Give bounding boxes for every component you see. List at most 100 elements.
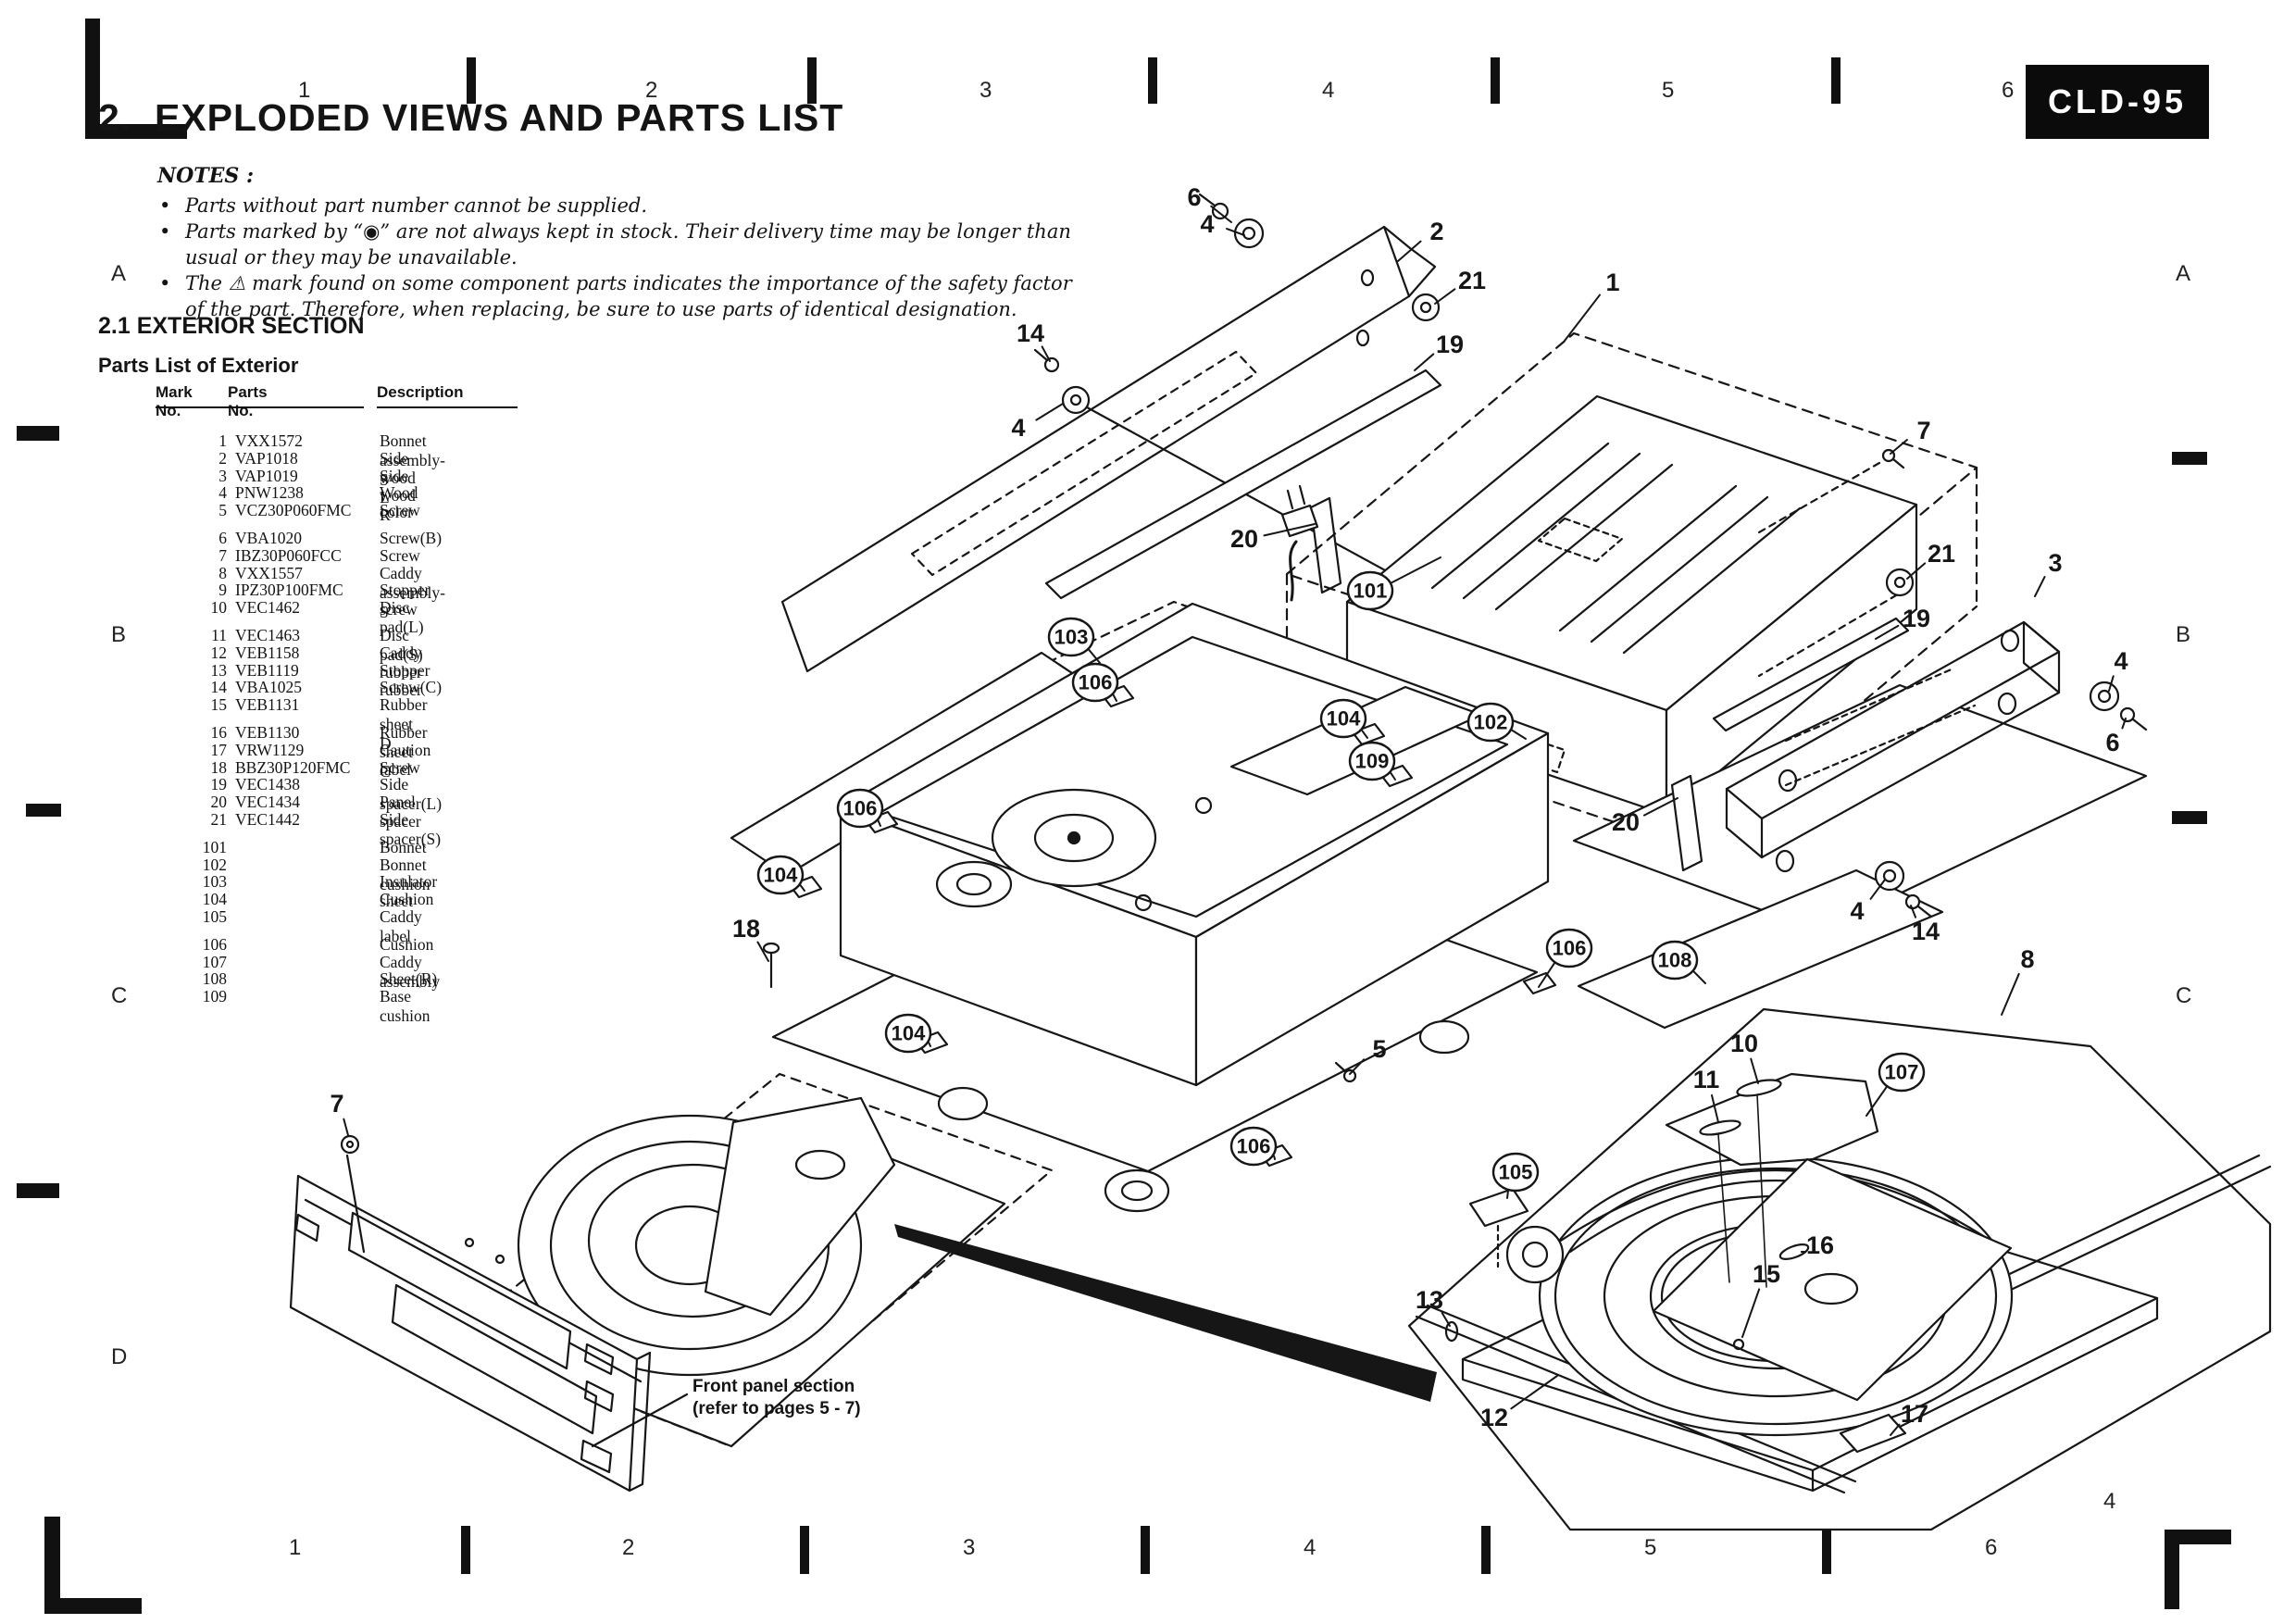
screw-icon: [1033, 348, 1060, 373]
cell-mark-no: 2: [218, 448, 227, 468]
screw-icon: [2119, 706, 2148, 731]
subsection-title: Parts List of Exterior: [98, 354, 299, 377]
callout-2: 2: [1397, 218, 1444, 262]
callout-label: 106: [1079, 671, 1113, 694]
column-tick: [807, 57, 817, 104]
callout-label: 20: [1612, 808, 1640, 836]
cell-description: Caddy assembly: [380, 952, 441, 991]
cell-parts-no: VEB1119: [235, 660, 299, 680]
callout-label: 1: [1605, 269, 1619, 296]
callout-6: 6: [1187, 183, 1232, 223]
col-header-description: Description: [377, 383, 464, 401]
cell-description: Side wood R: [380, 466, 416, 524]
callout-19: 19: [1875, 605, 1930, 640]
front-panel-drawing: [289, 1072, 1054, 1493]
cell-description: Side spacer(S): [380, 809, 442, 848]
cell-mark-no: 101: [202, 837, 227, 856]
front-panel-note: Front panel section (refer to pages 5 - …: [693, 1376, 861, 1420]
cell-mark-no: 7: [218, 545, 227, 565]
callout-16: 16: [1800, 1231, 1834, 1259]
cell-description: Insulator sheet: [380, 872, 438, 911]
cell-description: Panel spacer: [380, 793, 421, 831]
cell-mark-no: 13: [210, 660, 228, 680]
washer-icon: [2089, 681, 2120, 712]
callout-106: 106: [1538, 928, 1593, 988]
column-tick: [1148, 57, 1157, 104]
cell-mark-no: 107: [202, 952, 227, 971]
cell-mark-no: 10: [210, 598, 228, 618]
cell-description: Cushion: [380, 890, 434, 909]
front-panel-note-line2: (refer to pages 5 - 7): [693, 1399, 861, 1418]
callout-20: 20: [1612, 797, 1678, 836]
edge-tick: [17, 1183, 59, 1198]
row-letter-left: A: [111, 261, 127, 286]
callout-109: 109: [1348, 741, 1396, 781]
column-tick: [467, 57, 476, 104]
cell-parts-no: VEC1438: [235, 775, 300, 794]
callout-label: 102: [1474, 711, 1508, 734]
callout-label: 106: [843, 797, 878, 820]
cell-parts-no: PNW1238: [235, 483, 304, 503]
cell-description: Screw(C): [380, 678, 443, 697]
callout-3: 3: [2034, 549, 2063, 597]
cell-mark-no: 3: [218, 466, 227, 485]
callout-12: 12: [1480, 1375, 1558, 1431]
column-number-bottom: 2: [622, 1535, 635, 1560]
cell-mark-no: 12: [210, 643, 228, 662]
cell-description: Bonnet: [380, 837, 427, 856]
cell-parts-no: VEC1434: [235, 793, 300, 812]
callout-label: 15: [1753, 1260, 1780, 1288]
cell-description: Rubber sheet C: [380, 722, 428, 781]
column-number-top: 5: [1662, 78, 1675, 103]
callout-label: 14: [1017, 319, 1044, 347]
callout-label: 4: [2114, 647, 2128, 675]
cell-description: Caution label: [380, 740, 431, 779]
callout-19: 19: [1414, 331, 1464, 371]
callout-label: 11: [1693, 1066, 1720, 1093]
model-badge-label: CLD-95: [2047, 82, 2188, 120]
column-tick: [1822, 1526, 1831, 1574]
cell-mark-no: 17: [210, 740, 228, 759]
note-item-2: •Parts marked by “◉” are not always kept…: [157, 219, 1081, 270]
callout-label: 17: [1901, 1400, 1928, 1428]
callout-11: 11: [1693, 1066, 1720, 1123]
cell-mark-no: 4: [218, 483, 227, 503]
cell-description: Disc pad(L): [380, 598, 424, 637]
callout-21: 21: [1434, 267, 1486, 305]
crop-mark-top-left-h: [85, 124, 187, 139]
cell-mark-no: 109: [202, 987, 227, 1006]
callout-104: 104: [884, 1013, 932, 1054]
cell-parts-no: IBZ30P060FCC: [235, 545, 342, 565]
cell-description: Screw(B): [380, 528, 443, 547]
page-number: 4: [2103, 1489, 2116, 1514]
callout-label: 4: [1200, 210, 1214, 238]
callout-103: 103: [1047, 617, 1101, 664]
caddy-assembly-drawing: [1407, 1007, 2272, 1531]
fasteners-drawing: [340, 193, 2148, 1155]
cell-parts-no: VBA1025: [235, 678, 302, 697]
cell-description: Bonnet cushion: [380, 855, 430, 893]
callout-105: 105: [1491, 1152, 1540, 1199]
edge-tick: [2172, 811, 2207, 824]
col-header-parts-no: Parts No.: [228, 383, 268, 419]
cell-parts-no: VBA1020: [235, 528, 302, 547]
callout-label: 8: [2020, 945, 2034, 973]
note-item-1: •Parts without part number cannot be sup…: [157, 193, 1081, 219]
pointer-wedge: [894, 1224, 1437, 1402]
column-number-bottom: 4: [1304, 1535, 1316, 1560]
washer-icon: [1411, 293, 1441, 322]
cell-description: Sheet(R): [380, 969, 438, 989]
cell-parts-no: VRW1129: [235, 740, 305, 759]
callout-6: 6: [2105, 718, 2127, 756]
callout-label: 4: [1850, 897, 1864, 925]
crop-mark-top-left-v: [85, 19, 100, 139]
cell-mark-no: 103: [202, 872, 227, 892]
callout-label: 13: [1416, 1286, 1443, 1314]
cell-mark-no: 108: [202, 969, 227, 989]
cell-description: Stopper rubber: [380, 660, 430, 699]
callout-10: 10: [1730, 1030, 1759, 1084]
note-line: of the part. Therefore, when replacing, …: [185, 298, 1017, 320]
cell-description: Caddy label: [380, 906, 422, 945]
